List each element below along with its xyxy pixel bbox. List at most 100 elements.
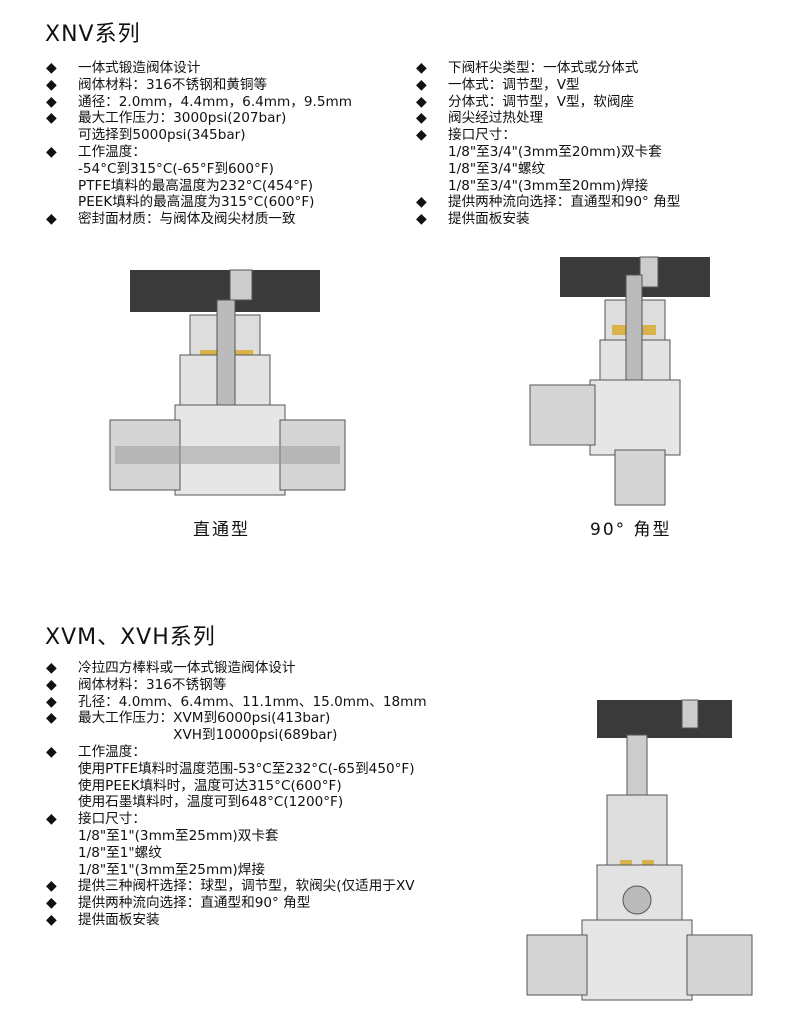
feature-text: 1/8"至3/4"(3mm至20mm)焊接 [448,177,649,194]
feature-text: 使用PTFE填料时温度范围-53°C至232°C(-65到450°F) [78,760,415,777]
feature-text: 一体式：调节型，V型 [448,76,580,93]
xvm-title: XVM、XVH系列 [45,625,216,650]
bullet-diamond-icon: ◆ [46,911,57,928]
feature-text: 工作温度： [78,743,146,760]
bullet-diamond-icon [46,178,78,195]
bullet-diamond-icon: ◆ [416,93,427,110]
caption-angle: 90° 角型 [590,520,672,540]
feature-line: 使用PEEK填料时，温度可达315°C(600°F) [46,778,427,795]
feature-line: 可选择到5000psi(345bar) [46,127,352,144]
bullet-diamond-icon [46,194,78,211]
feature-text: 冷拉四方棒料或一体式锻造阀体设计 [78,660,296,676]
bullet-diamond-icon: ◆ [46,143,57,160]
feature-line: ◆阀尖经过热处理 [416,110,680,127]
bullet-diamond-icon: ◆ [46,811,57,828]
feature-line: 1/8"至3/4"(3mm至20mm)焊接 [416,178,680,195]
xnv-features-right: ◆下阀杆尖类型：一体式或分体式◆一体式：调节型，V型◆分体式：调节型，V型，软阀… [416,60,680,228]
feature-line: PEEK填料的最高温度为315°C(600°F) [46,194,352,211]
bullet-diamond-icon: ◆ [46,76,57,93]
bullet-diamond-icon [416,178,448,195]
feature-line: ◆ 阀体材料：316不锈钢和黄铜等 [46,77,352,94]
feature-line: 1/8"至3/4"螺纹 [416,161,680,178]
feature-line: 1/8"至1"(3mm至25mm)焊接 [46,862,427,879]
feature-line: 1/8"至3/4"(3mm至20mm)双卡套 [416,144,680,161]
bullet-diamond-icon: ◆ [416,127,427,144]
feature-line: ◆ 一体式锻造阀体设计 [46,60,352,77]
feature-line: ◆ 冷拉四方棒料或一体式锻造阀体设计 [46,660,427,677]
bullet-diamond-icon [46,828,78,845]
bullet-diamond-icon: ◆ [46,676,57,693]
bullet-diamond-icon [46,778,78,795]
feature-text: XVH到10000psi(689bar) [78,727,338,744]
feature-text: 提供两种流向选择：直通型和90° 角型 [448,194,681,211]
feature-line: ◆ 最大工作压力：3000psi(207bar) [46,110,352,127]
feature-line: ◆ 提供面板安装 [416,211,680,228]
feature-line: ◆提供面板安装 [46,912,427,929]
feature-line: 使用PTFE填料时温度范围-53°C至232°C(-65到450°F) [46,761,427,778]
bullet-diamond-icon [46,161,78,178]
feature-text: 1/8"至3/4"(3mm至20mm)双卡套 [448,143,662,160]
caption-straight: 直通型 [193,520,250,540]
feature-text: PTFE填料的最高温度为232°C(454°F) [78,177,314,194]
feature-text: 阀体材料：316不锈钢和黄铜等 [78,76,268,93]
feature-text: 最大工作压力：3000psi(207bar) [78,110,287,127]
feature-line: ◆密封面材质：与阀体及阀尖材质一致 [46,211,352,228]
bullet-diamond-icon [46,761,78,778]
bullet-diamond-icon [416,144,448,161]
feature-text: 阀尖经过热处理 [448,110,544,127]
feature-line: ◆ 阀体材料：316不锈钢等 [46,677,427,694]
feature-line: ◆提供两种流向选择：直通型和90° 角型 [416,194,680,211]
bullet-diamond-icon [416,161,448,178]
feature-line: ◆ 工作温度： [46,144,352,161]
feature-line: PTFE填料的最高温度为232°C(454°F) [46,178,352,195]
straight-valve-drawing [109,269,346,496]
feature-text: 分体式：调节型，V型，软阀座 [448,93,635,110]
bullet-diamond-icon: ◆ [46,693,57,710]
feature-text: 提供两种流向选择：直通型和90° 角型 [78,895,311,912]
feature-line: 1/8"至1"(3mm至25mm)双卡套 [46,828,427,845]
feature-text: 一体式锻造阀体设计 [78,60,201,76]
bullet-diamond-icon: ◆ [416,60,427,76]
feature-line: ◆下阀杆尖类型：一体式或分体式 [416,60,680,77]
feature-text: 1/8"至1"螺纹 [78,844,162,861]
bullet-diamond-icon [46,794,78,811]
feature-text: PEEK填料的最高温度为315°C(600°F) [78,194,315,211]
feature-line: ◆ 分体式：调节型，V型，软阀座 [416,94,680,111]
bullet-diamond-icon: ◆ [46,110,57,127]
feature-line: XVH到10000psi(689bar) [46,727,427,744]
feature-line: ◆接口尺寸： [46,811,427,828]
xnv-features-left: ◆ 一体式锻造阀体设计 ◆ 阀体材料：316不锈钢和黄铜等 ◆ 通径：2.0mm，4.4m… [46,60,352,228]
bullet-diamond-icon [46,727,78,744]
feature-line: ◆最大工作压力：XVM到6000psi(413bar) [46,710,427,727]
bullet-diamond-icon: ◆ [416,76,427,93]
feature-text: 1/8"至1"(3mm至25mm)焊接 [78,861,265,878]
bullet-diamond-icon: ◆ [46,60,57,76]
feature-text: -54°C到315°C(-65°F到600°F) [78,160,274,177]
bullet-diamond-icon: ◆ [416,211,427,228]
feature-line: 使用石墨填料时，温度可到648°C(1200°F) [46,794,427,811]
feature-text: 提供面板安装 [448,211,530,228]
feature-text: 可选择到5000psi(345bar) [78,127,246,144]
bullet-diamond-icon: ◆ [46,743,57,760]
feature-line: ◆接口尺寸： [416,127,680,144]
bullet-diamond-icon [46,845,78,862]
xvm-features: ◆ 冷拉四方棒料或一体式锻造阀体设计 ◆ 阀体材料：316不锈钢等 ◆ 孔径：4.0mm、… [46,660,427,929]
bullet-diamond-icon: ◆ [46,878,57,895]
feature-text: 孔径：4.0mm、6.4mm、11.1mm、15.0mm、18mm [78,693,427,710]
bullet-diamond-icon: ◆ [46,660,57,676]
feature-text: 使用PEEK填料时，温度可达315°C(600°F) [78,777,342,794]
feature-line: ◆ 孔径：4.0mm、6.4mm、11.1mm、15.0mm、18mm [46,694,427,711]
feature-text: 阀体材料：316不锈钢等 [78,676,227,693]
bullet-diamond-icon: ◆ [46,211,57,228]
feature-text: 工作温度： [78,143,146,160]
feature-line: ◆ 提供三种阀杆选择：球型，调节型，软阀尖(仅适用于XV [46,878,427,895]
feature-text: 提供三种阀杆选择：球型，调节型，软阀尖(仅适用于XV [78,878,415,895]
bullet-diamond-icon: ◆ [46,93,57,110]
feature-line: ◆ 一体式：调节型，V型 [416,77,680,94]
feature-text: 1/8"至3/4"螺纹 [448,160,546,177]
bullet-diamond-icon [46,862,78,879]
xvm-valve-drawing [526,699,753,1001]
feature-text: 通径：2.0mm，4.4mm，6.4mm，9.5mm [78,93,352,110]
xnv-title: XNV系列 [45,22,141,47]
